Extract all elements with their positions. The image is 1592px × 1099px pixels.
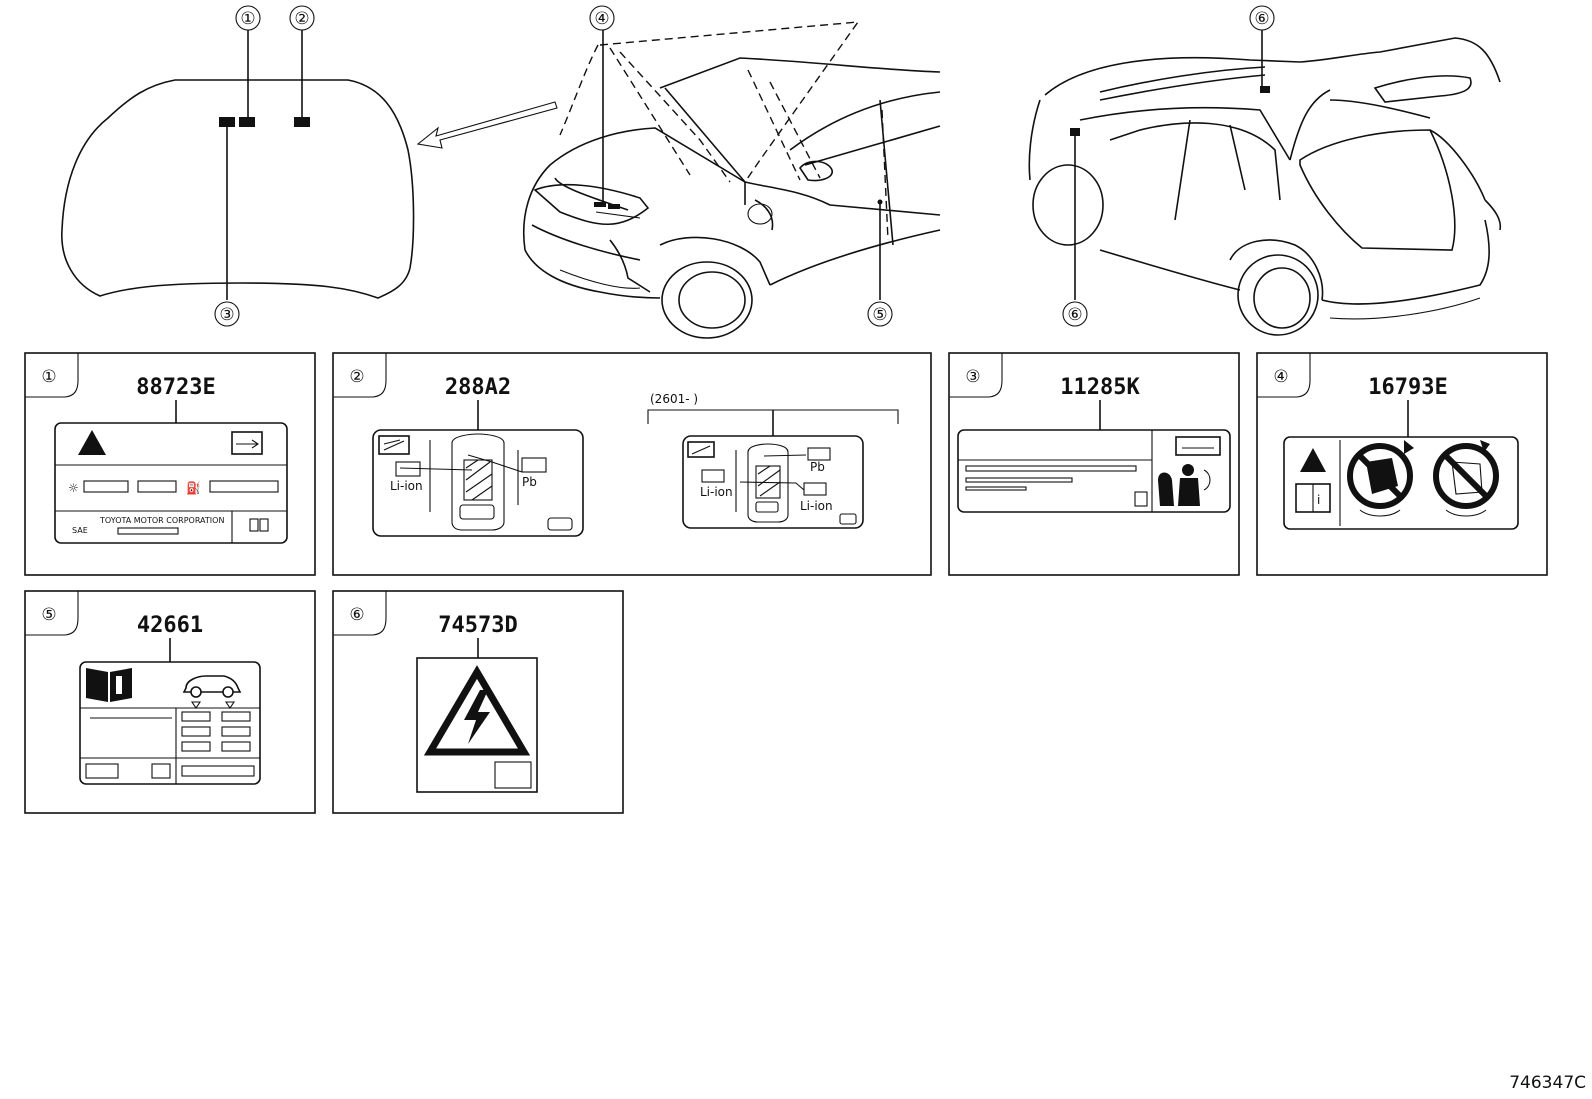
callout-6-bottom: ⑥ bbox=[1062, 301, 1088, 327]
callout-3-top: ③ bbox=[214, 301, 240, 327]
warning-triangle-icon bbox=[1300, 448, 1326, 472]
panel-1-label-text: TOYOTA MOTOR CORPORATION bbox=[99, 516, 224, 525]
sun-icon: ☼ bbox=[68, 481, 79, 495]
person-icon bbox=[1182, 464, 1194, 476]
no-rear-facing-seat-icon bbox=[1347, 440, 1414, 517]
manual-info-icon bbox=[86, 668, 108, 702]
lightning-bolt-icon bbox=[464, 690, 490, 744]
hood-label-1-marker bbox=[239, 117, 255, 127]
high-voltage-warning-icon bbox=[423, 665, 531, 756]
panel-1: ① 88723E ☼ ⛽ TOYOTA MOTOR CORPORATION SA… bbox=[24, 352, 316, 576]
panel-3-part-number: 11285K bbox=[1060, 375, 1140, 400]
svg-text:⑥: ⑥ bbox=[1254, 9, 1269, 29]
battery-icon bbox=[701, 469, 725, 483]
callout-4-top: ④ bbox=[589, 5, 615, 31]
callout-5-top: ⑤ bbox=[867, 301, 893, 327]
warning-triangle-icon bbox=[78, 430, 106, 455]
panel-3: ③ 11285K bbox=[948, 352, 1240, 576]
svg-text:②: ② bbox=[294, 9, 309, 29]
battery-icon bbox=[521, 457, 547, 473]
panel-2-pb-label-b: Pb bbox=[810, 460, 825, 474]
panel-6-part-number: 74573D bbox=[438, 613, 517, 638]
arrow-icon bbox=[416, 101, 558, 149]
panel-5-part-number: 42661 bbox=[137, 613, 203, 638]
panel-1-index: ① bbox=[41, 367, 56, 387]
vehicle-icon bbox=[182, 675, 242, 693]
panel-5-index: ⑤ bbox=[41, 605, 56, 625]
diagram-id: 746347C bbox=[1509, 1073, 1586, 1093]
manual-wrench-icon bbox=[231, 431, 263, 455]
panel-6-index: ⑥ bbox=[349, 605, 364, 625]
callout-1-top: ① bbox=[235, 5, 261, 31]
rear-label-6b-marker bbox=[1070, 128, 1080, 136]
svg-text:i: i bbox=[1317, 493, 1320, 507]
stop-hand-icon bbox=[1158, 472, 1174, 506]
svg-text:④: ④ bbox=[594, 9, 609, 29]
panel-5: ⑤ 42661 bbox=[24, 590, 316, 814]
hood-label-3-marker bbox=[219, 117, 235, 127]
panel-2-li-ion-label-c: Li-ion bbox=[800, 499, 833, 513]
svg-text:③: ③ bbox=[219, 305, 234, 325]
panel-2-pb-label: Pb bbox=[522, 475, 537, 489]
battery-icon bbox=[395, 461, 421, 477]
panel-2-part-number: 288A2 bbox=[445, 375, 511, 400]
rear-car-illustration bbox=[1028, 30, 1502, 336]
front-car-illustration bbox=[522, 21, 941, 339]
callout-6-top: ⑥ bbox=[1249, 5, 1275, 31]
oil-can-icon: ⛽ bbox=[186, 481, 201, 495]
rear-label-6a-marker bbox=[1260, 86, 1270, 93]
panel-2-index: ② bbox=[349, 367, 364, 387]
panel-2: ② 288A2 Li-ion Pb (2601- ) bbox=[332, 352, 932, 576]
panel-4-part-number: 16793E bbox=[1368, 375, 1447, 400]
panel-2-li-ion-label-b: Li-ion bbox=[700, 485, 733, 499]
panel-3-index: ③ bbox=[965, 367, 980, 387]
panel-4-index: ④ bbox=[1273, 367, 1288, 387]
battery-icon bbox=[807, 447, 831, 461]
panel-2-variant-note: (2601- ) bbox=[650, 392, 698, 406]
panel-2-li-ion-label: Li-ion bbox=[390, 479, 423, 493]
svg-text:⑥: ⑥ bbox=[1067, 305, 1082, 325]
panel-1-label-sub: SAE bbox=[72, 526, 88, 535]
callout-2-top: ② bbox=[289, 5, 315, 31]
hood-illustration bbox=[61, 30, 415, 300]
hood-label-2-marker bbox=[294, 117, 310, 127]
battery-icon bbox=[803, 482, 827, 496]
panel-6: ⑥ 74573D bbox=[332, 590, 624, 814]
panel-1-part-number: 88723E bbox=[136, 375, 215, 400]
no-forward-seat-icon bbox=[1433, 440, 1499, 517]
svg-text:①: ① bbox=[240, 9, 255, 29]
panel-4: ④ 16793E i bbox=[1256, 352, 1548, 576]
svg-text:⑤: ⑤ bbox=[872, 305, 887, 325]
manual-icon bbox=[1175, 436, 1221, 456]
